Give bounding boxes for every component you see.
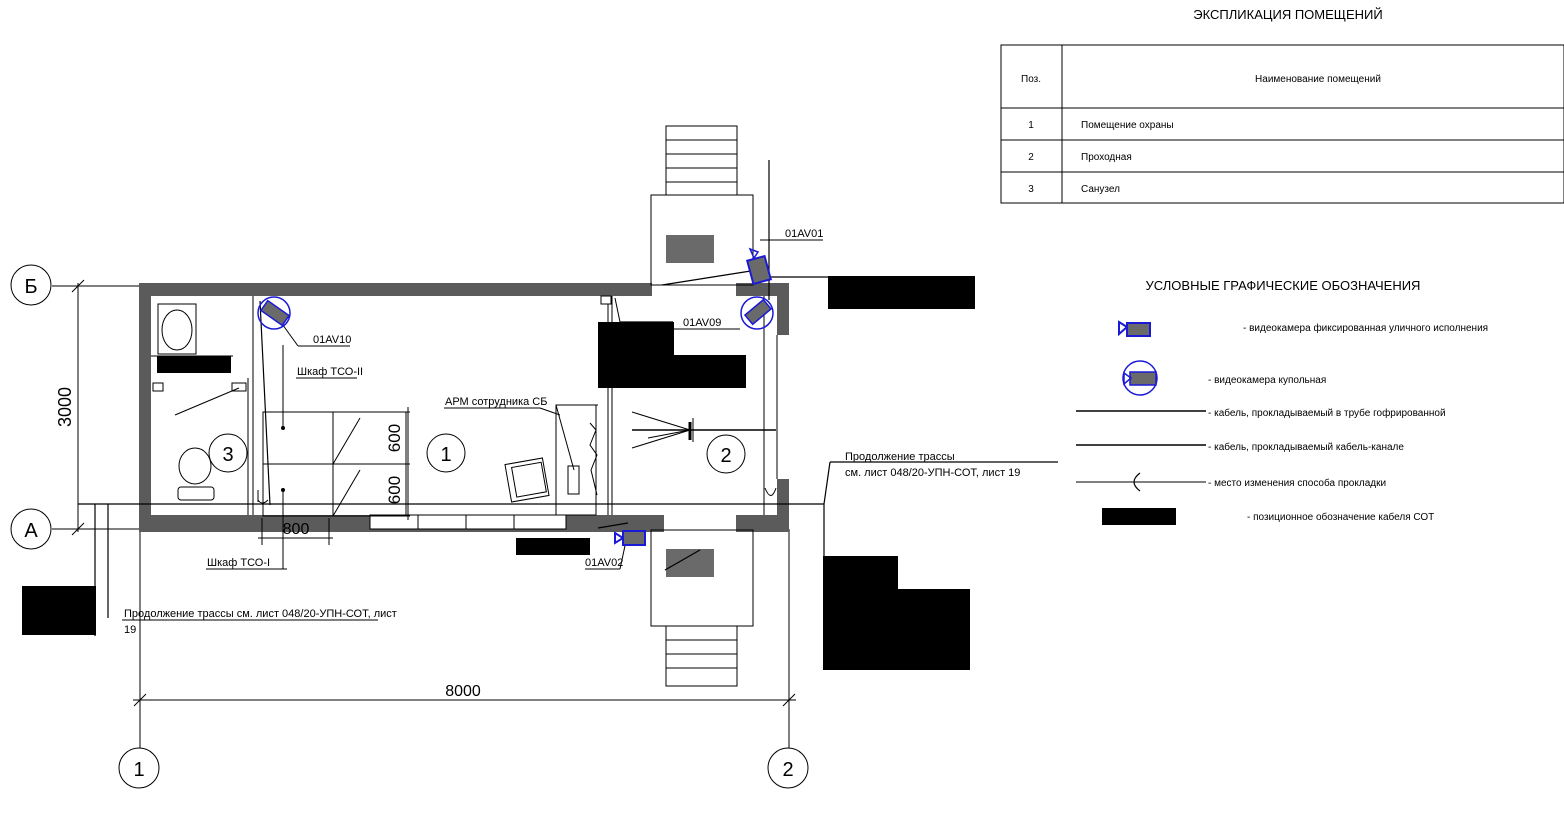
room-number: 3 — [222, 444, 233, 466]
legend-text: - кабель, прокладываемый кабель-канале — [1208, 441, 1404, 453]
dimension-600-a: 600 600 — [385, 407, 410, 520]
cable-tag — [157, 356, 231, 373]
axis-label: Б — [24, 276, 37, 298]
axis-grid — [52, 285, 790, 748]
cable-tag-icon — [1102, 508, 1176, 525]
axis-label: А — [24, 520, 38, 542]
dimension-label: 600 — [385, 476, 404, 504]
camera-01av02-icon — [614, 530, 646, 546]
route-note-right-2: см. лист 048/20-УПН-СОТ, лист 19 — [845, 467, 1020, 479]
camera-label-01av01: 01AV01 — [785, 228, 823, 240]
camera-label-01av02: 01AV02 — [585, 557, 623, 569]
legend-text: - кабель, прокладываемый в трубе гофриро… — [1208, 407, 1446, 419]
route-note-left-1: Продолжение трассы см. лист 048/20-УПН-С… — [124, 608, 397, 620]
legend-text: - видеокамера купольная — [1208, 375, 1326, 386]
porch-top — [650, 125, 754, 286]
sink-icon — [157, 303, 197, 355]
door-mat — [666, 235, 714, 263]
workstation — [504, 404, 598, 516]
header-pos: Поз. — [1021, 74, 1041, 85]
legend-text: - видеокамера фиксированная уличного исп… — [1243, 322, 1488, 334]
camera-01av10-icon — [257, 296, 291, 330]
camera-01av01-icon — [745, 247, 773, 286]
dimension-800: 800 — [258, 518, 333, 545]
cable-tag — [823, 556, 898, 670]
room-marker-1: 1 — [426, 433, 466, 473]
dimension-label: 8000 — [445, 683, 481, 700]
cable-tag — [516, 538, 590, 555]
cable-tag — [898, 589, 970, 670]
axis-label: 1 — [133, 759, 144, 781]
room-number: 1 — [440, 444, 451, 466]
row-name: Санузел — [1081, 184, 1120, 195]
dimension-height: 3000 — [55, 279, 85, 536]
transition-icon — [1076, 472, 1206, 492]
axis-marker-1: 1 — [118, 747, 160, 789]
axis-marker-2: 2 — [767, 747, 809, 789]
cable-tags — [22, 276, 975, 670]
legend-text: - позиционное обозначение кабеля СОТ — [1247, 511, 1434, 523]
room-number: 2 — [720, 445, 731, 467]
chair-icon — [504, 457, 550, 503]
dimension-label: 800 — [283, 521, 310, 538]
dimension-width: 8000 — [133, 683, 796, 707]
explication-table: ЭКСПЛИКАЦИЯ ПОМЕЩЕНИЙ Поз. Наименование … — [1000, 7, 1564, 204]
turnstile-icon — [631, 411, 776, 449]
axis-marker-b: Б — [10, 264, 52, 306]
row-name: Проходная — [1081, 152, 1132, 163]
dimension-label: 3000 — [55, 387, 75, 427]
row-pos: 2 — [1028, 152, 1034, 163]
camera-dome-icon — [1122, 360, 1158, 396]
route-note-right-1: Продолжение трассы — [845, 451, 955, 463]
cable-tag — [828, 276, 975, 309]
row-pos: 3 — [1028, 184, 1034, 195]
cable-tag — [674, 355, 746, 388]
camera-fixed-icon — [1118, 320, 1151, 337]
cable-tag — [598, 322, 674, 388]
cable-tag — [22, 586, 96, 635]
room-marker-2: 2 — [706, 434, 746, 474]
label-leaders — [122, 239, 823, 621]
camera-01av09-icon — [740, 296, 774, 330]
route-note-left-2: 19 — [124, 624, 136, 636]
axis-label: 2 — [782, 759, 793, 781]
porch-bottom — [650, 529, 754, 687]
header-name: Наименование помещений — [1255, 74, 1381, 85]
camera-label-01av10: 01AV10 — [313, 334, 351, 346]
dimension-label: 600 — [385, 424, 404, 452]
workstation-label: АРМ сотрудника СБ — [445, 396, 547, 408]
toilet-icon — [177, 447, 215, 501]
legend-title: УСЛОВНЫЕ ГРАФИЧЕСКИЕ ОБОЗНАЧЕНИЯ — [1146, 278, 1421, 293]
row-name: Помещение охраны — [1081, 120, 1174, 131]
row-pos: 1 — [1028, 120, 1034, 131]
legend-text: - место изменения способа прокладки — [1208, 477, 1386, 489]
door-mat — [666, 549, 714, 577]
camera-label-01av09: 01AV09 — [683, 317, 721, 329]
cabinet-label-tso1: Шкаф ТСО-I — [207, 557, 270, 569]
cabinet-label-tso2: Шкаф ТСО-II — [297, 366, 363, 378]
legend: УСЛОВНЫЕ ГРАФИЧЕСКИЕ ОБОЗНАЧЕНИЯ - видео… — [1076, 278, 1488, 525]
room-marker-3: 3 — [208, 433, 248, 473]
explication-title: ЭКСПЛИКАЦИЯ ПОМЕЩЕНИЙ — [1193, 7, 1382, 22]
axis-marker-a: А — [10, 508, 52, 550]
